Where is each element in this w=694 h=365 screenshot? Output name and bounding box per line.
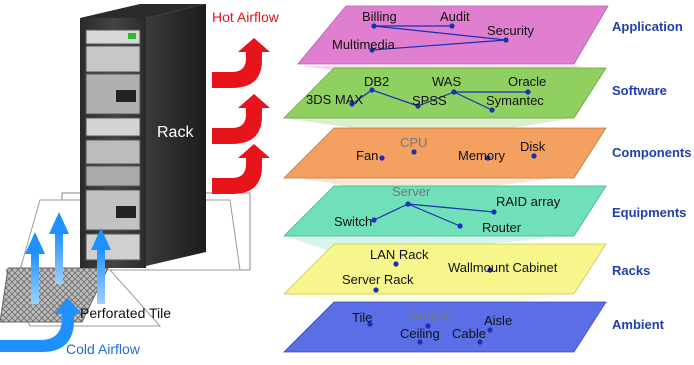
hot-arrow-1	[212, 38, 270, 88]
node-damper[interactable]	[425, 323, 431, 329]
node-tile[interactable]	[367, 321, 373, 327]
node-raid-array[interactable]	[491, 209, 497, 215]
edge-was-symantec	[453, 91, 493, 111]
label-audit: Audit	[440, 9, 470, 24]
label-damper: Damper	[406, 308, 453, 323]
edge-db2-3dsmax	[351, 89, 373, 105]
label-router: Router	[482, 220, 522, 235]
label-memory: Memory	[458, 148, 505, 163]
node-billing[interactable]	[371, 23, 377, 29]
label-was: WAS	[432, 74, 461, 89]
plane-racks	[283, 243, 607, 295]
hot-arrow-3	[212, 144, 270, 194]
connector-components-equipments	[284, 176, 574, 194]
label-aisle: Aisle	[484, 313, 512, 328]
label-db2: DB2	[364, 74, 389, 89]
label-security: Security	[487, 23, 534, 38]
layer-name-ambient: Ambient	[612, 317, 665, 332]
cold-arrow-up-3	[91, 228, 111, 304]
perforated-tile-label: Perforated Tile	[80, 305, 171, 321]
label-raid-array: RAID array	[496, 194, 561, 209]
nodes	[349, 23, 537, 345]
plane-components	[283, 127, 607, 179]
label-disk: Disk	[520, 139, 546, 154]
cold-airflow-label: Cold Airflow	[66, 341, 141, 357]
node-disk[interactable]	[531, 153, 537, 159]
label-server-rack: Server Rack	[342, 272, 414, 287]
label-oracle: Oracle	[508, 74, 546, 89]
node-memory[interactable]	[485, 155, 491, 161]
node-db2[interactable]	[369, 87, 375, 93]
node-server[interactable]	[405, 201, 411, 207]
layer-name-application: Application	[612, 19, 683, 34]
edge-server-raid	[407, 203, 495, 213]
node-oracle[interactable]	[525, 89, 531, 95]
rack-label: Rack	[157, 124, 194, 141]
node-wallmount-cabinet[interactable]	[487, 267, 493, 273]
layer-name-equipments: Equipments	[612, 205, 686, 220]
edge-security-multimedia	[371, 39, 507, 51]
label-fan: Fan	[356, 148, 378, 163]
node-aisle[interactable]	[487, 327, 493, 333]
plane-equipments	[283, 185, 607, 237]
node-was[interactable]	[451, 89, 457, 95]
label-billing: Billing	[362, 9, 397, 24]
label-cpu: CPU	[400, 135, 427, 150]
label-symantec: Symantec	[486, 93, 544, 108]
cold-airflow-arrows	[0, 212, 111, 352]
rack-side	[146, 4, 206, 266]
label-wallmount-cabinet: Wallmount Cabinet	[448, 260, 558, 275]
node-cable[interactable]	[477, 339, 483, 345]
plane-ambient	[283, 301, 607, 353]
hot-arrow-2	[212, 94, 270, 144]
rack-units	[85, 29, 141, 261]
node-server-rack[interactable]	[373, 287, 379, 293]
label-cable: Cable	[452, 326, 486, 341]
node-ceiling[interactable]	[417, 339, 423, 345]
node-3dsmax[interactable]	[349, 101, 355, 107]
perforated-tile	[0, 267, 109, 323]
rack: Rack	[80, 4, 206, 268]
layer-name-components: Components	[612, 145, 691, 160]
layer-name-software: Software	[612, 83, 667, 98]
label-3dsmax: 3DS MAX	[306, 92, 363, 107]
cold-arrow-up-2	[49, 212, 69, 284]
node-security[interactable]	[503, 37, 509, 43]
label-spss: SPSS	[412, 93, 447, 108]
layer-names: Application Software Components Equipmen…	[612, 19, 691, 332]
node-fan[interactable]	[379, 155, 385, 161]
edge-server-router	[407, 203, 461, 227]
label-multimedia: Multimedia	[332, 37, 396, 52]
node-switch[interactable]	[371, 217, 377, 223]
edge-was-spss	[417, 91, 455, 107]
hot-airflow-label: Hot Airflow	[212, 9, 280, 25]
edge-billing-security	[373, 25, 507, 41]
node-cpu[interactable]	[411, 149, 417, 155]
edge-db2-spss	[371, 89, 419, 107]
layer-name-racks: Racks	[612, 263, 650, 278]
node-labels: Billing Audit Security Multimedia DB2 WA…	[306, 9, 561, 341]
cold-arrow-up-1	[25, 232, 45, 304]
label-lan-rack: LAN Rack	[370, 247, 429, 262]
node-spss[interactable]	[415, 103, 421, 109]
node-symantec[interactable]	[489, 107, 495, 113]
node-lan-rack[interactable]	[393, 261, 399, 267]
node-audit[interactable]	[449, 23, 455, 29]
plane-software	[283, 67, 607, 119]
node-router[interactable]	[457, 223, 463, 229]
node-multimedia[interactable]	[369, 47, 375, 53]
label-ceiling: Ceiling	[400, 326, 440, 341]
edge-server-switch	[373, 203, 409, 221]
rack-top	[80, 4, 206, 18]
edges	[351, 25, 528, 227]
label-switch: Switch	[334, 214, 372, 229]
label-server: Server	[392, 184, 431, 199]
cold-arrow-curved	[0, 298, 82, 352]
label-tile: Tile	[352, 310, 372, 325]
hot-airflow-arrows	[212, 38, 270, 194]
